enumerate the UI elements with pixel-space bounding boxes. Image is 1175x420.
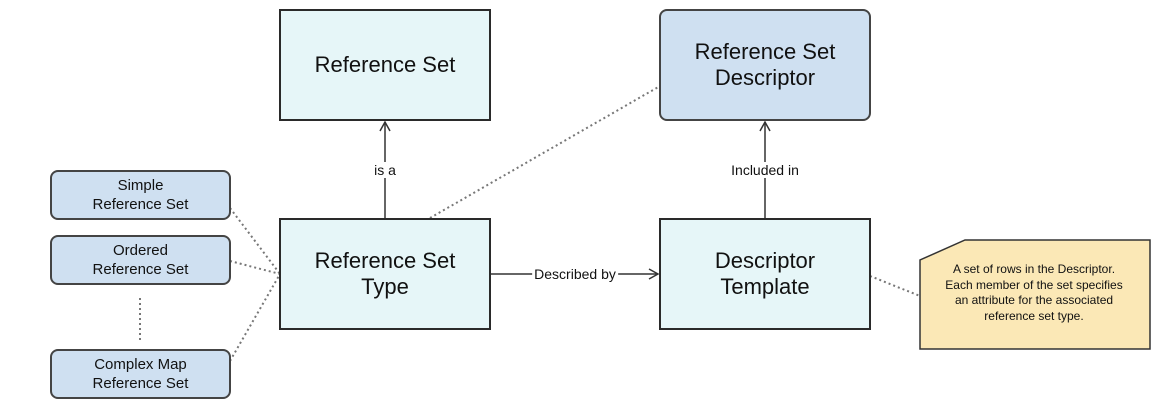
note-text: A set of rows in the Descriptor. Each me…	[945, 262, 1123, 323]
note-shape	[919, 239, 1151, 350]
ordered-reference-set-box: Ordered Reference Set	[50, 235, 231, 285]
included-in-label: Included in	[729, 162, 801, 178]
dotted-link-complex-map	[229, 273, 281, 362]
reference-set-descriptor-box: Reference Set Descriptor	[659, 9, 871, 121]
dotted-link-note	[869, 275, 921, 297]
dotted-link-simple	[229, 207, 281, 275]
simple-reference-set-box: Simple Reference Set	[50, 170, 231, 220]
is-a-label: is a	[372, 162, 398, 178]
complex-map-reference-set-box: Complex Map Reference Set	[50, 349, 231, 399]
dotted-link-type-descriptor	[429, 85, 661, 219]
reference-set-type-box: Reference Set Type	[279, 218, 491, 330]
described-by-label: Described by	[532, 266, 618, 282]
dotted-link-ordered	[229, 260, 281, 275]
descriptor-template-box: Descriptor Template	[659, 218, 871, 330]
reference-set-box: Reference Set	[279, 9, 491, 121]
